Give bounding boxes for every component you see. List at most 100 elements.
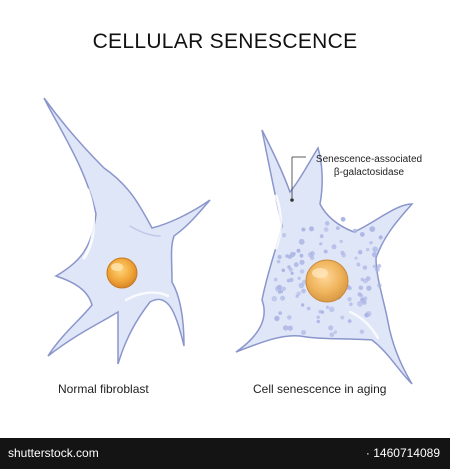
granule-dot (366, 247, 370, 252)
granule-dot (364, 312, 370, 318)
granule-dot (372, 264, 376, 268)
granule-dot (299, 253, 304, 258)
granule-dot (378, 235, 383, 240)
granule-dot (296, 248, 301, 253)
granule-dot (372, 246, 378, 253)
granule-dot (287, 325, 293, 331)
granule-dot (297, 276, 301, 280)
granule-dot (309, 226, 314, 232)
senescent-cell-highlight (274, 194, 282, 250)
granule-dot (325, 305, 330, 309)
enzyme-label-line-1: Senescence-associated (315, 154, 423, 165)
granule-dot (301, 227, 306, 232)
senescent-cell-nucleus (305, 259, 349, 303)
granule-dot (331, 244, 337, 250)
granule-dot (339, 239, 343, 244)
senescent-cell-label: Cell senescence in aging (253, 382, 387, 396)
enzyme-label-line-2: β-galactosidase (333, 167, 405, 178)
granule-dot (358, 285, 364, 291)
granule-dot (369, 226, 376, 233)
granule-dot (281, 233, 287, 238)
granule-dot (278, 311, 283, 315)
granule-dot (285, 254, 289, 258)
granule-dot (288, 267, 293, 272)
diagram-title: CELLULAR SENESCENCE (92, 30, 358, 53)
granule-dot (362, 278, 368, 284)
granule-dot (360, 277, 365, 282)
granule-dot (359, 294, 364, 298)
granule-dot (363, 296, 368, 301)
granule-dot (349, 302, 353, 307)
granule-dot (348, 286, 352, 291)
granule-dot (281, 286, 286, 291)
granule-dot (286, 278, 291, 283)
granule-dot (359, 329, 365, 334)
granule-dot (301, 288, 306, 294)
normal-fibroblast-label: Normal fibroblast (58, 382, 149, 396)
normal-fibroblast-membrane (43, 97, 211, 365)
granule-dot (301, 330, 306, 335)
granule-dot (371, 251, 378, 258)
granule-dot (357, 249, 363, 255)
footer-site-name: shutterstock.com (8, 446, 99, 460)
granule-dot (277, 254, 282, 260)
granule-dot (347, 297, 352, 302)
granule-dot (274, 315, 280, 322)
normal-fibroblast-highlight (82, 188, 96, 260)
enzyme-callout-label: Senescence-associated β-galactosidase (308, 153, 430, 179)
granule-dot (316, 315, 320, 319)
granule-dot (301, 303, 305, 307)
granule-dot (328, 325, 334, 331)
granule-dot (271, 296, 277, 302)
granule-dot (292, 252, 296, 256)
granule-dot (319, 234, 324, 239)
stock-footer-bar: shutterstock.com · 1460714089 (0, 438, 450, 469)
granule-dot (276, 259, 281, 264)
granule-dot (316, 319, 321, 324)
granule-dot (299, 269, 305, 274)
granule-dot (281, 268, 286, 273)
beta-galactosidase-granules (271, 216, 383, 338)
granule-dot (319, 242, 323, 246)
granule-dot (287, 315, 292, 320)
granule-dot (329, 332, 335, 338)
granule-dot (298, 282, 305, 289)
granule-dot (336, 226, 340, 231)
granule-dot (354, 256, 358, 260)
granule-dot (290, 271, 294, 275)
granule-dot (362, 265, 368, 270)
granule-dot (298, 238, 305, 245)
granule-dot (340, 216, 346, 222)
senescent-cell (235, 129, 414, 385)
normal-fibroblast-cell (43, 97, 211, 365)
granule-dot (323, 227, 329, 232)
granule-dot (273, 277, 278, 282)
granule-dot (277, 290, 281, 294)
granule-dot (295, 294, 299, 298)
granule-dot (352, 228, 358, 234)
granule-dot (333, 330, 338, 335)
granule-dot (369, 241, 373, 245)
granule-dot (318, 309, 323, 314)
granule-dot (293, 262, 299, 268)
senescent-cell-membrane (235, 129, 414, 385)
granule-dot (374, 267, 380, 272)
granule-dot (324, 221, 330, 226)
granule-dot (356, 262, 361, 267)
granule-dot (359, 232, 365, 237)
granule-dot (329, 306, 335, 312)
granule-dot (377, 263, 382, 269)
granule-dot (276, 284, 283, 291)
granule-dot (307, 252, 313, 258)
granule-dot (296, 291, 301, 296)
granule-dot (347, 319, 352, 323)
normal-fibroblast-nucleus (106, 257, 138, 289)
granule-dot (280, 295, 286, 301)
granule-dot (340, 315, 345, 320)
granule-dot (340, 250, 345, 255)
granule-dot (282, 325, 289, 331)
granule-dot (366, 285, 372, 291)
footer-image-id: · 1460714089 (365, 446, 440, 460)
granule-dot (299, 259, 305, 265)
